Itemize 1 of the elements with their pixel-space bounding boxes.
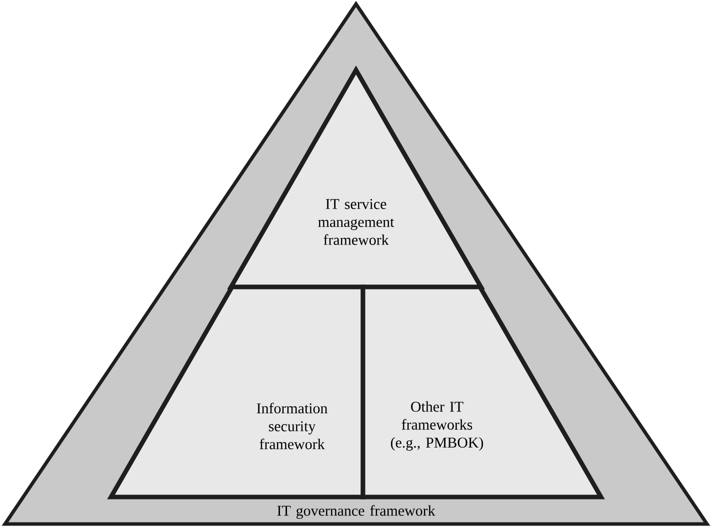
trapezoid-section: Other IT frameworks (e.g., PMBOK) [360,284,605,500]
